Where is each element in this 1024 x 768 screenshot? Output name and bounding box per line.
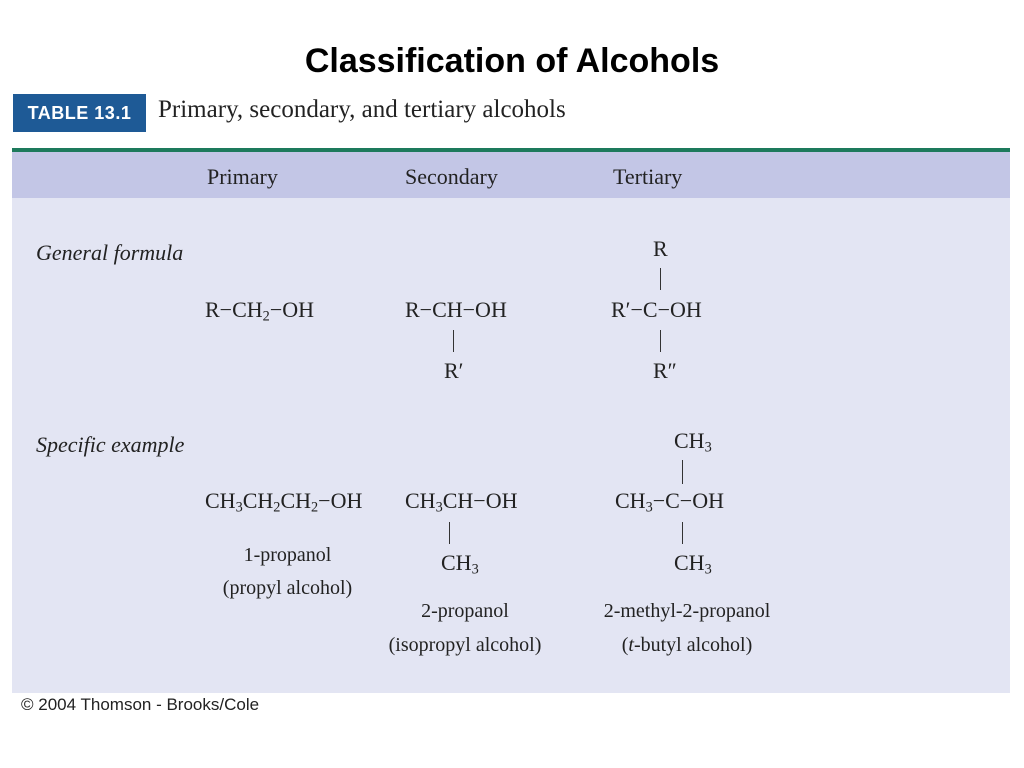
- secondary-example-name: 2-propanol: [421, 600, 509, 622]
- tertiary-example-bottom-bond: [682, 522, 683, 544]
- table-number-tag: TABLE 13.1: [13, 94, 146, 132]
- tertiary-general-formula: R′−C−OH: [611, 297, 702, 322]
- primary-example-formula: CH3CH2CH2−OH: [205, 488, 363, 516]
- tertiary-general-bottom-substituent: R″: [653, 358, 677, 383]
- tertiary-top-bond-line: [660, 268, 661, 290]
- tertiary-bottom-bond-line: [660, 330, 661, 352]
- tertiary-example-bottom-methyl: CH3: [674, 550, 712, 578]
- secondary-general-substituent: R′: [444, 358, 464, 383]
- tertiary-example-formula: CH3−C−OH: [615, 488, 724, 516]
- secondary-example-formula: CH3CH−OH: [405, 488, 518, 516]
- tertiary-example-name: 2-methyl-2-propanol: [603, 600, 771, 622]
- row-label-specific-example: Specific example: [36, 432, 185, 457]
- table-header-row: Primary Secondary Tertiary: [12, 152, 1010, 198]
- primary-example-common-name: (propyl alcohol): [222, 577, 353, 599]
- tertiary-example-top-bond: [682, 460, 683, 484]
- secondary-example-bond-line: [449, 522, 450, 544]
- secondary-general-formula: R−CH−OH: [405, 297, 507, 322]
- secondary-example-methyl: CH3: [441, 550, 479, 578]
- column-header-secondary: Secondary: [405, 164, 498, 189]
- alcohol-classification-table: Primary Secondary Tertiary General formu…: [12, 148, 1010, 693]
- row-label-general-formula: General formula: [36, 240, 184, 265]
- tertiary-general-top-substituent: R: [653, 236, 668, 261]
- primary-general-formula: R−CH2−OH: [205, 297, 314, 325]
- column-header-tertiary: Tertiary: [613, 164, 683, 189]
- tertiary-example-common-name: (t-butyl alcohol): [621, 634, 753, 656]
- secondary-bond-line: [453, 330, 454, 352]
- copyright-notice: © 2004 Thomson - Brooks/Cole: [21, 695, 260, 714]
- column-header-primary: Primary: [207, 164, 278, 189]
- slide-title: Classification of Alcohols: [304, 42, 720, 80]
- primary-example-name: 1-propanol: [243, 544, 332, 566]
- secondary-example-common-name: (isopropyl alcohol): [388, 634, 542, 656]
- table-caption: Primary, secondary, and tertiary alcohol…: [158, 96, 566, 123]
- tertiary-example-top-methyl: CH3: [674, 428, 712, 456]
